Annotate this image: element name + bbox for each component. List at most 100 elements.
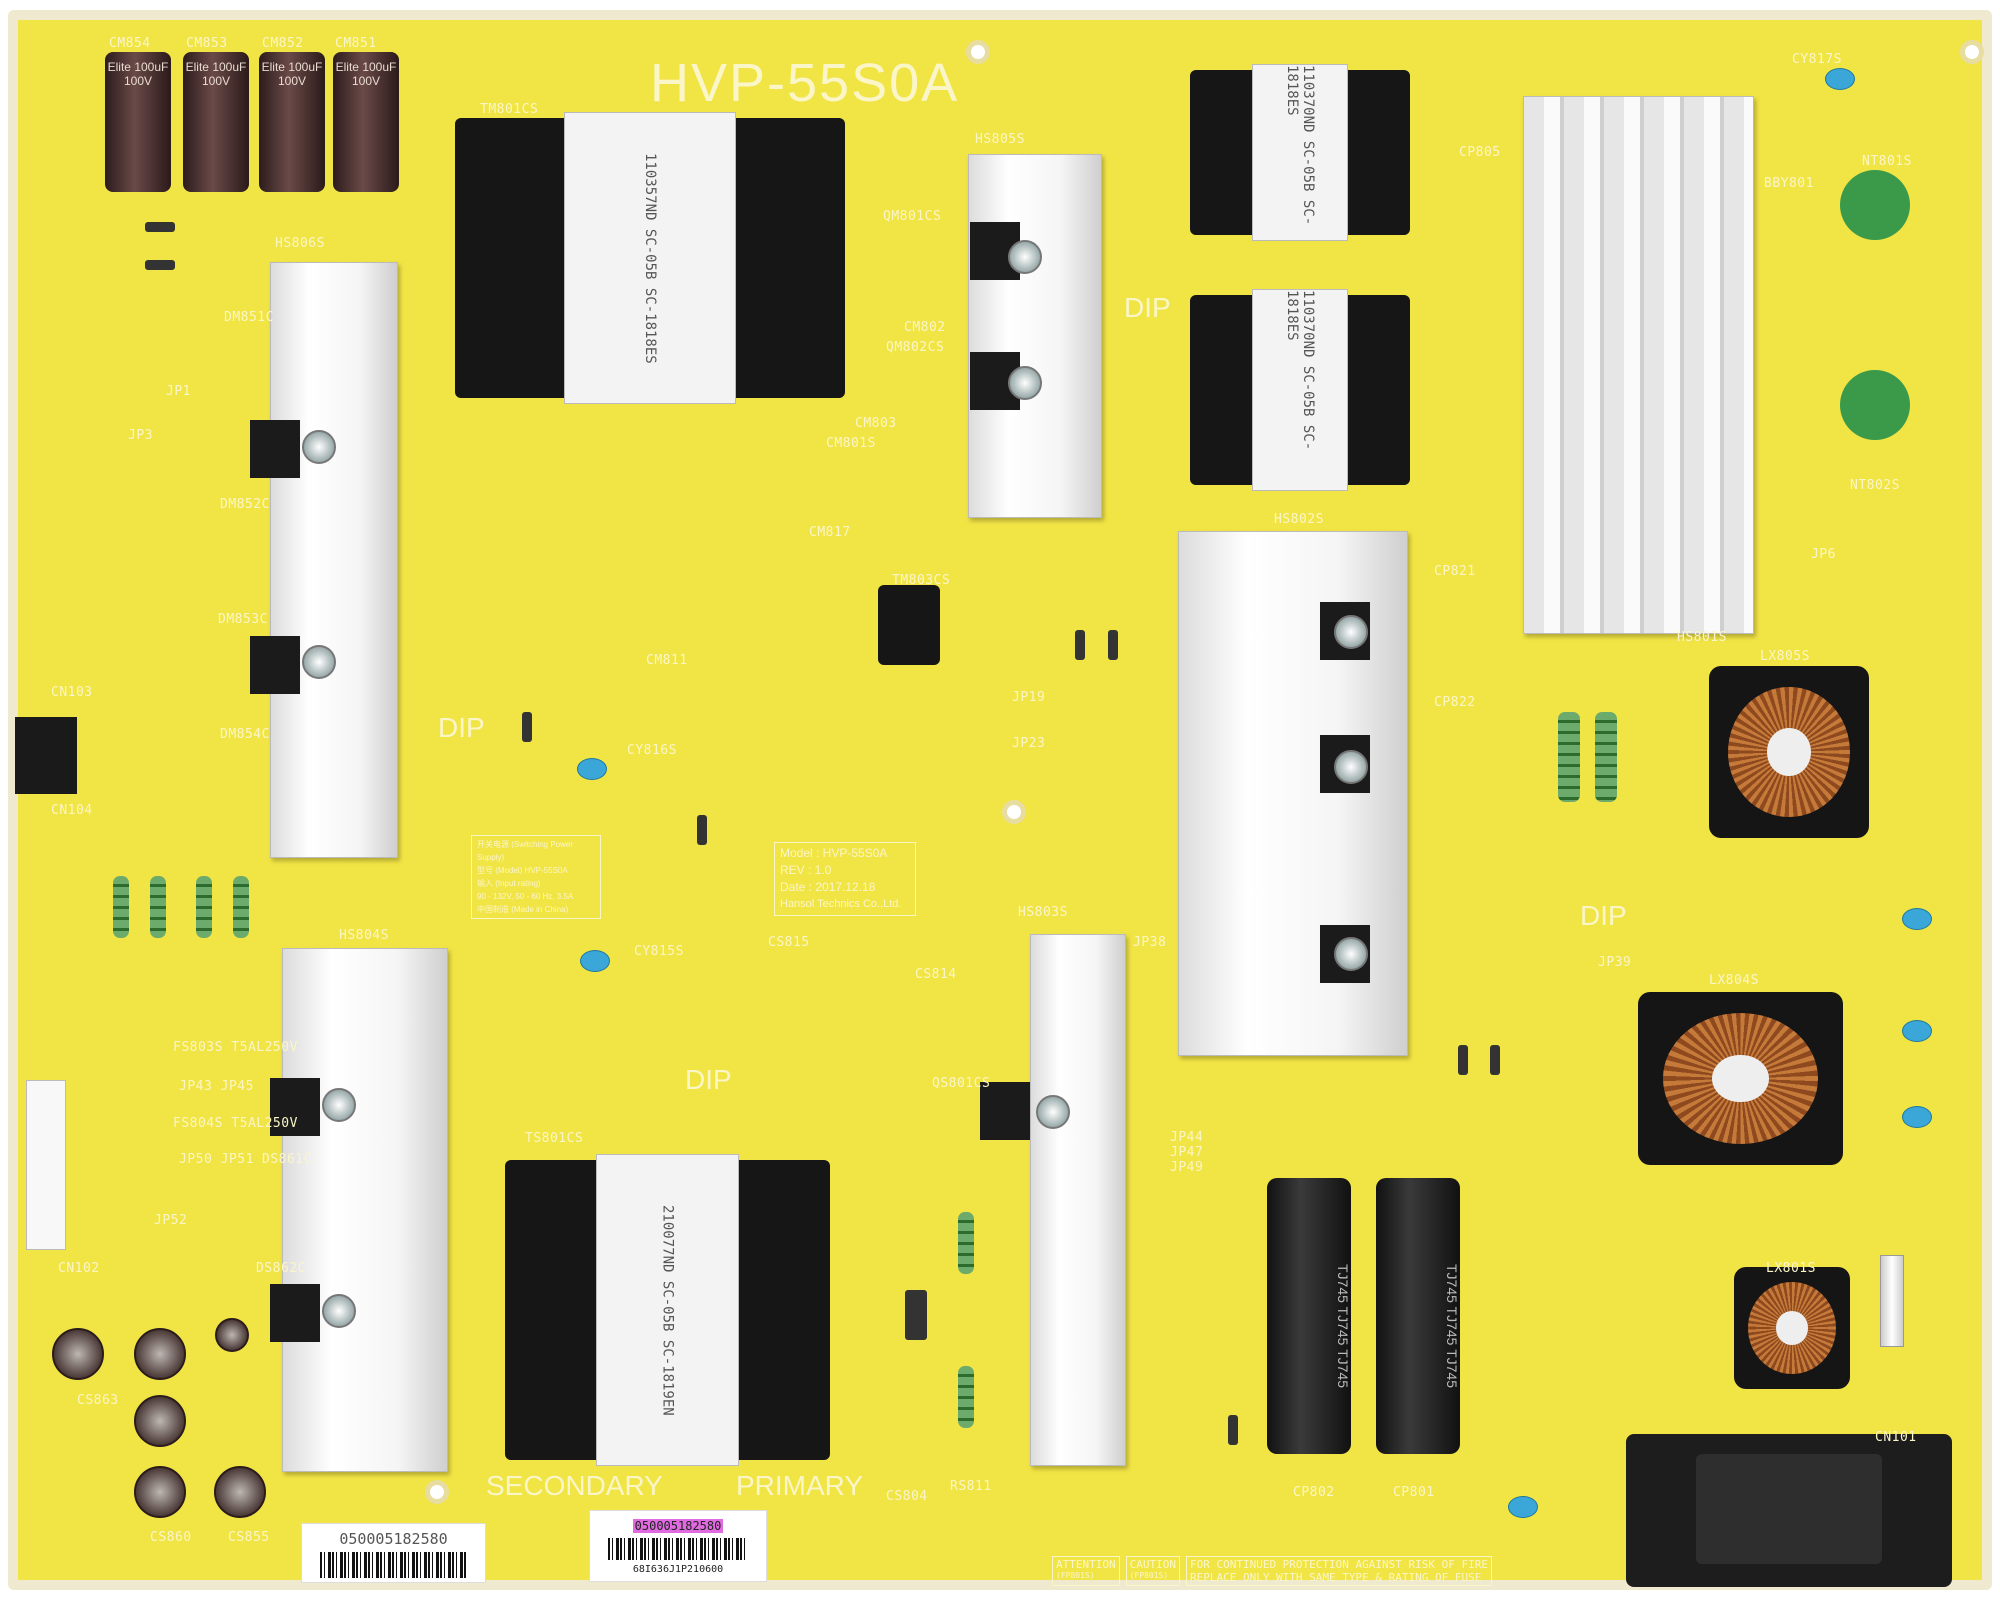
thermistor-nt801s: [1840, 170, 1910, 240]
resistor: [1558, 712, 1580, 802]
mounting-hole: [425, 1480, 449, 1504]
ref-label: HS802S: [1274, 512, 1324, 527]
diode: [1075, 630, 1085, 660]
ref-label: JP43 JP45: [179, 1079, 254, 1094]
capacitor-cm851: Elite 100uF 100V: [333, 52, 399, 192]
ref-label: CS814: [915, 967, 957, 982]
capacitor: [134, 1395, 186, 1447]
transformer-mid-right: 110370ND SC-05B SC-1818ES: [1190, 289, 1410, 491]
ref-label: DM852C: [220, 497, 270, 512]
attention-sub: (FP801S): [1056, 1571, 1095, 1580]
spec-line: 输入 (Input rating): [477, 879, 541, 888]
diode: [522, 712, 532, 742]
ref-label: RS811: [950, 1479, 992, 1494]
part-code: 68I636J1P210600: [632, 1564, 724, 1575]
ref-label: NT801S: [1862, 154, 1912, 169]
ref-label: CM853: [186, 36, 228, 51]
ref-label: QM801CS: [883, 209, 942, 224]
ref-label: CS860: [150, 1530, 192, 1545]
ref-label: JP6: [1811, 547, 1836, 562]
screw-icon: [1334, 937, 1368, 971]
spec-line: 开关电源 (Switching Power Supply): [477, 840, 574, 862]
capacitor-cp801: TJ745 TJ745 TJ745: [1376, 1178, 1460, 1454]
ref-label: DS861C: [262, 1152, 312, 1167]
ref-label: QS801CS: [932, 1076, 991, 1091]
ref-label: HS805S: [975, 132, 1025, 147]
resistor: [1595, 712, 1617, 802]
ref-label: CN101: [1875, 1430, 1917, 1445]
ref-label: CN102: [58, 1261, 100, 1276]
serial-number: 050005182580: [339, 1530, 448, 1548]
screw-icon: [322, 1088, 356, 1122]
model-text: Model : HVP-55S0A: [780, 846, 888, 860]
ref-label: LX804S: [1709, 973, 1759, 988]
transformer-tm801cs: 110357ND SC-05B SC-1818ES: [455, 112, 845, 404]
thermistor-nt802s: [1840, 370, 1910, 440]
ref-label: CS863: [77, 1393, 119, 1408]
ref-label: TM803CS: [892, 573, 951, 588]
mounting-hole: [966, 40, 990, 64]
ref-label: HS806S: [275, 236, 325, 251]
serial-sticker-right: 050005182580 68I636J1P210600: [589, 1510, 767, 1582]
capacitor-cm854: Elite 100uF 100V: [105, 52, 171, 192]
mounting-hole: [1002, 800, 1026, 824]
y-capacitor: [1825, 68, 1855, 90]
ref-label: DM851C: [224, 310, 274, 325]
model-label: Model : HVP-55S0A REV : 1.0 Date : 2017.…: [774, 842, 916, 916]
capacitor: [214, 1466, 266, 1518]
screw-icon: [1008, 366, 1042, 400]
inductor-lx805s: [1709, 666, 1869, 838]
transistor: [980, 1082, 1030, 1140]
diode: [1108, 630, 1118, 660]
y-capacitor: [1508, 1496, 1538, 1518]
ref-label: CM803: [855, 416, 897, 431]
ref-label: QM802CS: [886, 340, 945, 355]
maker-text: Hansol Technics Co.,Ltd.: [780, 898, 902, 910]
screw-icon: [1334, 750, 1368, 784]
ref-label: CP805: [1459, 145, 1501, 160]
dip-label: DIP: [438, 712, 485, 743]
transformer-label: 110357ND SC-05B SC-1818ES: [564, 112, 736, 404]
screw-icon: [1334, 615, 1368, 649]
ref-label: FS803S T5AL250V: [173, 1040, 298, 1055]
capacitor: [52, 1328, 104, 1380]
barcode: [607, 1538, 749, 1560]
resistor: [233, 876, 249, 938]
ref-label: LX805S: [1760, 649, 1810, 664]
ref-label: JP38: [1133, 935, 1167, 950]
ref-label: JP19: [1012, 690, 1046, 705]
capacitor: [215, 1318, 249, 1352]
ref-label: CN103: [51, 685, 93, 700]
resistor: [150, 876, 166, 938]
transformer-top-right: 110370ND SC-05B SC-1818ES: [1190, 64, 1410, 241]
ref-label: FS804S T5AL250V: [173, 1116, 298, 1131]
ref-label: JP1: [166, 384, 191, 399]
primary-label: PRIMARY: [736, 1470, 864, 1501]
ref-label: JP39: [1598, 955, 1632, 970]
ref-label: HS804S: [339, 928, 389, 943]
y-capacitor: [1902, 1020, 1932, 1042]
ref-label: CM801S: [826, 436, 876, 451]
diode: [905, 1290, 927, 1340]
transformer-label: 210077ND SC-05B SC-1819EN: [596, 1154, 739, 1466]
ref-label: CP821: [1434, 564, 1476, 579]
ref-label: CY815S: [634, 944, 684, 959]
heatsink-hs801s: [1523, 96, 1754, 634]
y-capacitor: [580, 950, 610, 972]
spec-line: 90 - 132V, 50 - 60 Hz, 3.5A: [477, 892, 574, 901]
ref-label: BBY801: [1764, 176, 1814, 191]
diode: [697, 815, 707, 845]
resistor: [958, 1212, 974, 1274]
dip-label: DIP: [1124, 292, 1171, 323]
connector-cn104: [15, 717, 77, 794]
ref-label: HS803S: [1018, 905, 1068, 920]
transformer-tm803cs: [878, 585, 940, 665]
ref-label: CY817S: [1792, 52, 1842, 67]
ref-label: LX801S: [1766, 1261, 1816, 1276]
capacitor-cm853: Elite 100uF 100V: [183, 52, 249, 192]
dip-label: DIP: [685, 1064, 732, 1095]
fuse-fp801s: [1880, 1255, 1904, 1347]
ref-label: CS855: [228, 1530, 270, 1545]
screw-icon: [302, 430, 336, 464]
spec-line: 型号 (Model) HVP-55S0A: [477, 866, 568, 875]
